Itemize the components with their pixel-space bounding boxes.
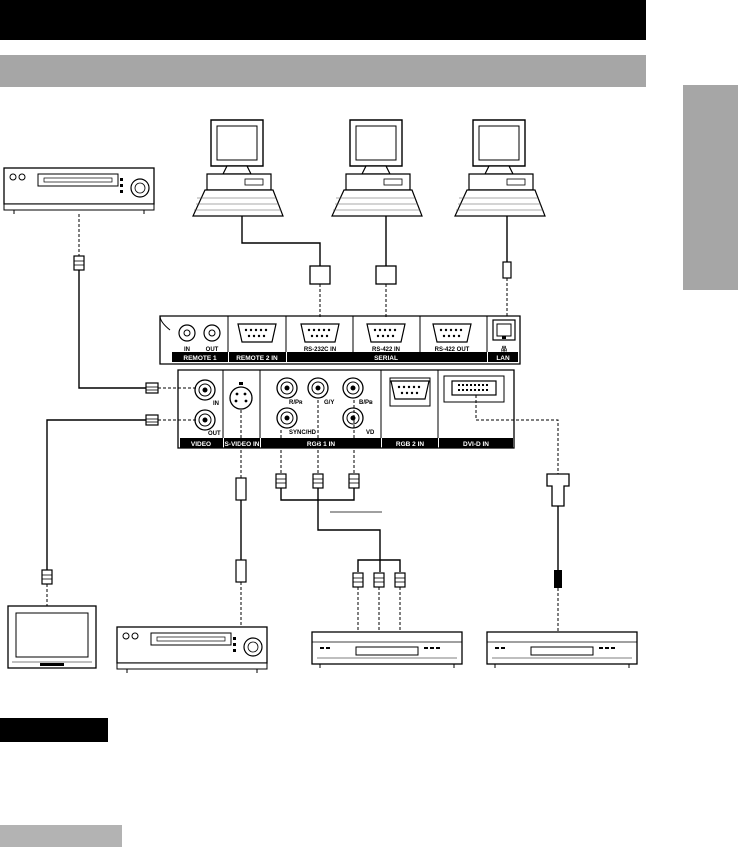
b-pb-label: B/Pʙ [359,400,373,406]
note-label-box [0,718,108,742]
rs232c-connector [309,265,331,285]
chapter-side-tab [683,85,738,290]
projector-terminal-panel-lower [177,369,515,449]
component-video-deck [311,631,463,669]
r-pr-label: R/Pʀ [289,400,303,406]
dvi-device-plug [554,570,562,588]
rs232c-cable [241,216,321,266]
vtr-bottom [116,626,268,674]
video-out-label: OUT [208,431,221,437]
computer-rs422 [331,119,423,217]
sync-hd-label: SYNC/HD [289,430,317,436]
vtr-top-left [3,167,155,215]
svideo-plug-top [235,477,247,501]
lan-icon: 品 [501,345,507,353]
dvi-video-deck [486,631,638,669]
dvid-in-label: DVI-D IN [463,441,489,448]
rs232c-in-label: RS-232C IN [304,347,336,353]
video-in-cable [78,270,146,389]
rgb2-in-label: RGB 2 IN [396,441,424,448]
computer-lan [454,119,546,217]
subsection-header-bar [0,55,646,87]
svideo-in-label: S-VIDEO IN [224,441,259,448]
remote1-out-label: OUT [206,347,219,353]
monitor-bottom-left [7,605,97,669]
attention-label-box [0,825,122,847]
rs422-out-label: RS-422 OUT [435,347,470,353]
video-out-cable [46,419,146,570]
serial-label: SERIAL [374,355,398,362]
rs422-connector [375,265,397,285]
component-cable [317,488,381,572]
computer-rs232c [192,119,284,217]
video-in-label: IN [213,401,219,407]
rgb1-in-label: RGB 1 IN [307,441,335,448]
svideo-plug-bottom [235,559,247,583]
remote1-label: REMOTE 1 [183,355,217,362]
section-header-bar [0,0,646,40]
remote1-in-label: IN [184,347,190,353]
projector-terminal-panel-upper [159,315,521,365]
dvi-plug [546,473,570,507]
lan-plug [502,261,512,279]
video-label: VIDEO [191,441,211,448]
g-y-label: G/Y [324,400,334,406]
lan-label: LAN [496,355,510,362]
remote2-in-label: REMOTE 2 IN [236,355,278,362]
rs422-in-label: RS-422 IN [372,347,400,353]
vd-label: VD [366,430,375,436]
